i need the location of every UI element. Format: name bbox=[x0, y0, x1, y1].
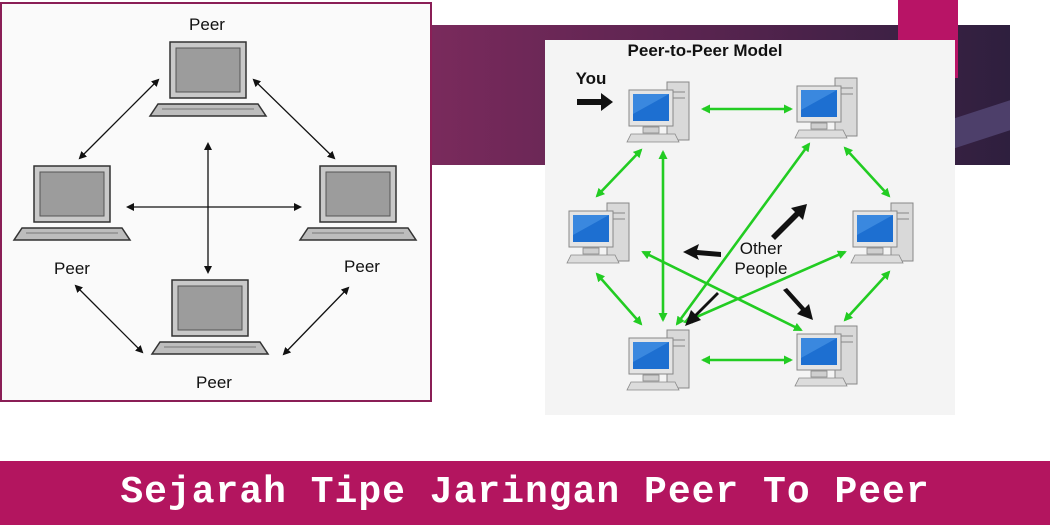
arrow-top-left bbox=[78, 78, 160, 160]
other-label-line1: Other bbox=[740, 239, 783, 258]
p2p-title: Peer-to-Peer Model bbox=[628, 41, 783, 60]
you-label: You bbox=[576, 69, 607, 88]
laptop-icon-left bbox=[13, 165, 131, 241]
laptop-icon-top bbox=[149, 41, 267, 117]
p2p-model-panel: Peer-to-Peer Model You Other People bbox=[545, 40, 955, 415]
other-people-arrows bbox=[683, 204, 813, 326]
peer-label-right: Peer bbox=[344, 257, 380, 276]
arrow-right-bottom bbox=[282, 286, 350, 356]
slide-title: Sejarah Tipe Jaringan Peer To Peer bbox=[120, 471, 930, 514]
link-tl-ml bbox=[595, 148, 643, 198]
laptop-icon-right bbox=[299, 165, 417, 241]
computer-icon-mid-left bbox=[566, 202, 630, 264]
computer-icon-bottom-left bbox=[626, 329, 690, 391]
peer-label-left: Peer bbox=[54, 259, 90, 278]
link-ml-bl bbox=[595, 272, 643, 326]
computer-icon-top-right bbox=[794, 77, 858, 139]
arrow-left-bottom bbox=[74, 284, 144, 354]
peer-diagram-panel: Peer Peer Peer Peer bbox=[0, 2, 432, 402]
peer-label-top: Peer bbox=[189, 15, 225, 34]
footer-bar: Sejarah Tipe Jaringan Peer To Peer bbox=[0, 461, 1050, 525]
you-arrow-icon bbox=[577, 93, 613, 111]
peer-label-bottom: Peer bbox=[196, 373, 232, 392]
other-label-line2: People bbox=[735, 259, 788, 278]
link-tr-mr bbox=[843, 146, 891, 198]
connection-arrows bbox=[74, 78, 350, 356]
laptop-icon-bottom bbox=[151, 279, 269, 355]
computer-icon-mid-right bbox=[850, 202, 914, 264]
link-mr-bl bbox=[683, 250, 847, 324]
computer-icon-top-left bbox=[626, 81, 690, 143]
link-mr-br bbox=[843, 270, 891, 322]
black-arrow-down-left-icon bbox=[685, 292, 719, 326]
peer-diagram: Peer Peer Peer Peer bbox=[13, 15, 417, 392]
arrow-top-right bbox=[252, 78, 336, 160]
black-arrow-down-right-icon bbox=[783, 288, 813, 320]
computer-icon-bottom-right bbox=[794, 325, 858, 387]
green-links bbox=[595, 104, 891, 365]
black-arrow-left-icon bbox=[683, 244, 721, 260]
p2p-model-diagram: Peer-to-Peer Model You Other People bbox=[566, 41, 914, 391]
black-arrow-up-right-icon bbox=[771, 204, 807, 240]
